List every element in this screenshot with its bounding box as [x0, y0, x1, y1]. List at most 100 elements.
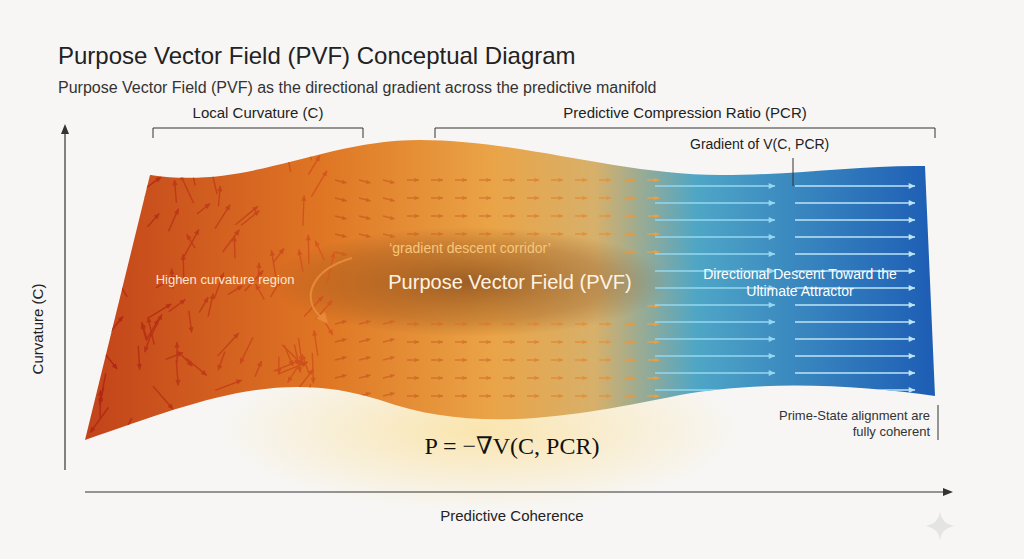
arrow-head: [90, 427, 95, 433]
arrow-head: [558, 340, 563, 344]
vector-arrow: [359, 216, 371, 219]
arrow-head: [312, 330, 317, 336]
arrow-head: [534, 214, 539, 218]
arrow-head: [414, 214, 419, 218]
vector-arrow: [142, 322, 148, 340]
vector-arrow: [314, 438, 327, 466]
vector-arrow: [335, 357, 347, 360]
vector-arrow: [306, 384, 310, 408]
vector-arrow: [359, 339, 371, 342]
arrow-head: [909, 370, 915, 376]
arrow-head: [118, 439, 123, 445]
arrow-head: [462, 232, 467, 236]
vector-arrow: [795, 355, 915, 357]
arrow-head: [342, 320, 347, 324]
vector-arrow: [359, 180, 371, 183]
arrow-head: [582, 340, 587, 344]
arrow-head: [909, 251, 915, 257]
arrow-head: [259, 412, 265, 417]
arrow-head: [305, 402, 310, 408]
arrow-head: [328, 329, 333, 335]
arrow-head: [172, 180, 177, 186]
arrow-head: [217, 364, 222, 370]
arrow-head: [510, 232, 515, 236]
vector-arrow: [136, 156, 139, 182]
arrow-head: [113, 161, 118, 166]
arrow-head: [414, 394, 419, 398]
arrow-head: [175, 380, 180, 386]
arrow-head: [630, 340, 635, 344]
vector-arrow: [166, 353, 183, 360]
arrow-head: [233, 333, 239, 339]
arrow-head: [462, 394, 467, 398]
vector-arrow: [335, 339, 347, 342]
arrow-head: [297, 367, 302, 373]
arrow-head: [558, 214, 563, 218]
arrow-head: [236, 380, 242, 385]
bracket: [435, 128, 935, 138]
arrow-head: [366, 320, 371, 324]
vector-arrow: [359, 357, 371, 360]
arrow-head: [317, 296, 323, 302]
arrow-head: [165, 304, 171, 309]
bracket: [153, 128, 363, 138]
arrow-head: [558, 232, 563, 236]
arrow-head: [330, 252, 335, 258]
vector-arrow: [795, 372, 915, 374]
vector-arrow: [383, 375, 395, 378]
arrow-head: [510, 214, 515, 218]
corridor-curve-arrow: [311, 258, 352, 318]
arrow-head: [288, 376, 293, 382]
arrow-head: [654, 178, 659, 182]
arrow-head: [366, 216, 371, 220]
vector-arrow: [311, 171, 327, 197]
arrow-head: [268, 411, 274, 416]
arrow-head: [279, 248, 284, 254]
arrow-head: [534, 376, 539, 380]
vector-arrow: [795, 253, 915, 255]
vector-arrow: [383, 393, 395, 396]
vector-arrow: [276, 402, 278, 425]
vector-arrow: [655, 389, 775, 391]
arrow-head: [438, 196, 443, 200]
subtitle: Purpose Vector Field (PVF) as the direct…: [58, 78, 657, 97]
vector-arrow: [795, 338, 915, 340]
arrow-head: [486, 358, 491, 362]
arrow-head: [390, 392, 395, 396]
arrow-head: [486, 340, 491, 344]
arrow-head: [630, 214, 635, 218]
arrow-head: [654, 376, 659, 380]
arrow-head: [769, 200, 775, 206]
vector-arrow: [795, 304, 915, 306]
vector-arrow: [303, 404, 308, 433]
arrow-head: [275, 453, 280, 458]
arrow-head: [149, 157, 154, 163]
arrow-head: [141, 322, 146, 328]
arrow-head: [582, 196, 587, 200]
arrow-head: [314, 460, 319, 466]
arrow-head: [316, 312, 328, 324]
vector-arrow: [187, 234, 195, 248]
arrow-head: [98, 399, 103, 405]
vector-arrow: [162, 422, 168, 451]
vector-arrow: [101, 182, 108, 198]
vector-arrow: [117, 143, 125, 161]
arrow-head: [342, 392, 347, 396]
axes: [61, 124, 953, 496]
arrow-head: [486, 232, 491, 236]
arrow-head: [909, 200, 915, 206]
arrow-head: [769, 336, 775, 342]
vector-arrow: [148, 304, 171, 318]
corridor-shadow: [270, 227, 670, 337]
vector-arrow: [315, 241, 324, 260]
equation: P = −∇V(C, PCR): [362, 432, 662, 461]
arrow-head: [327, 300, 333, 306]
arrow-head: [909, 336, 915, 342]
arrow-head: [534, 322, 539, 326]
arrow-head: [462, 376, 467, 380]
vector-arrow: [383, 216, 395, 219]
vector-arrow: [383, 357, 395, 360]
callout-label: Gradient of V(C, PCR): [690, 136, 829, 153]
arrow-head: [366, 180, 371, 184]
arrow-head: [769, 370, 775, 376]
